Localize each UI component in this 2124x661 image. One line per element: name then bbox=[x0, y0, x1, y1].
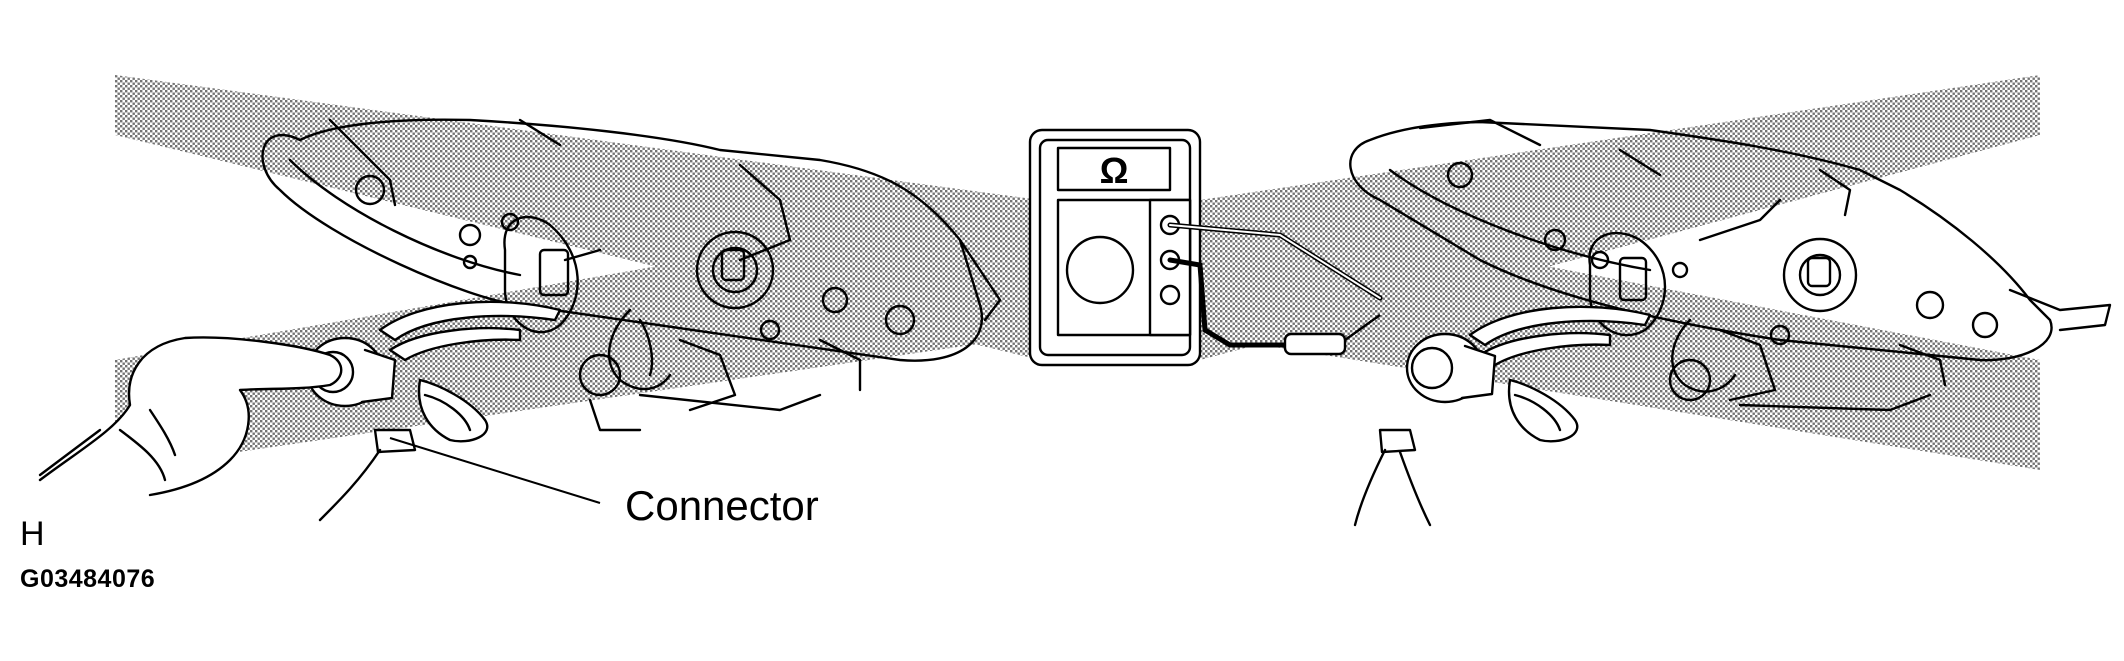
right-headlight-assembly bbox=[1349, 118, 2112, 412]
figure-id: G03484076 bbox=[20, 565, 156, 593]
connector-leader-line bbox=[389, 437, 601, 504]
ohmmeter-icon bbox=[1028, 128, 1202, 367]
left-headlight-assembly bbox=[261, 118, 1002, 432]
view-letter: H bbox=[20, 515, 45, 553]
ohm-symbol: Ω bbox=[1100, 150, 1129, 191]
probe-tip bbox=[1283, 314, 1381, 356]
connector-callout-label: Connector bbox=[625, 482, 819, 529]
right-bulb-socket bbox=[1353, 305, 1652, 527]
hand-icon bbox=[38, 336, 343, 497]
probe-leads bbox=[1167, 222, 1383, 348]
